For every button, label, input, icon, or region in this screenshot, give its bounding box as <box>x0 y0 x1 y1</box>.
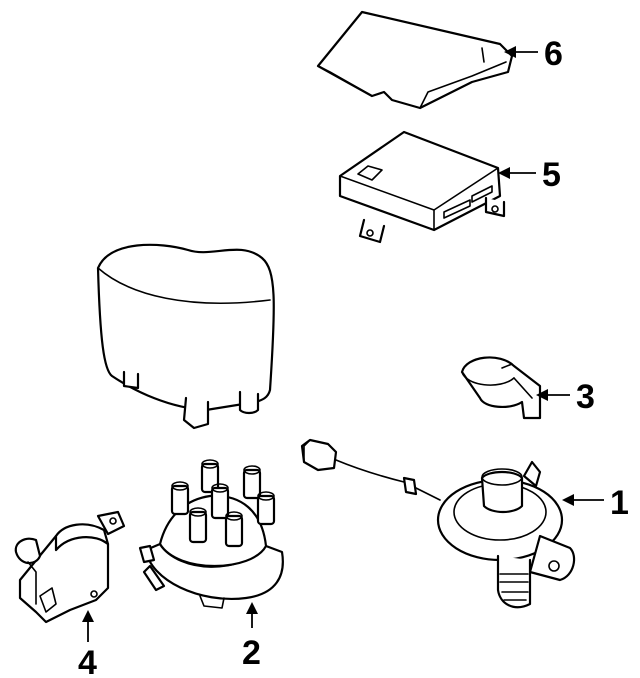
callout-1: 1 <box>610 484 629 522</box>
part-1-distributor <box>300 438 576 609</box>
leader-6 <box>504 46 538 58</box>
callout-6: 6 <box>544 35 563 73</box>
part-5-control-module <box>338 130 506 244</box>
distributor-shield-cover <box>96 243 275 430</box>
leader-5 <box>498 167 536 179</box>
part-3-rotor <box>460 356 542 420</box>
part-2-distributor-cap <box>138 459 284 609</box>
callout-4: 4 <box>78 644 97 678</box>
part-4-ignition-coil <box>14 510 126 624</box>
leader-4 <box>82 610 94 642</box>
leader-1 <box>562 494 604 506</box>
leader-3 <box>536 389 570 401</box>
leader-2 <box>246 602 258 628</box>
callout-2: 2 <box>242 634 261 672</box>
callout-5: 5 <box>542 156 561 194</box>
callout-3: 3 <box>576 378 595 416</box>
part-6-cover <box>316 10 514 110</box>
